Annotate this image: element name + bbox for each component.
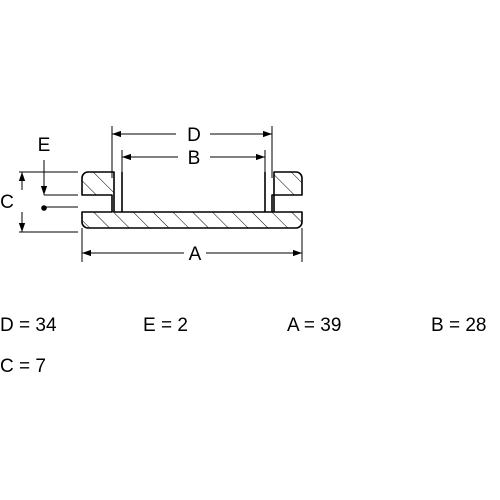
label-e: E	[38, 135, 51, 156]
dimension-c: C	[0, 172, 26, 232]
label-b: B	[188, 148, 201, 169]
label-c: C	[0, 192, 14, 213]
spec-c: C = 7	[0, 356, 46, 377]
spec-b: B = 28	[431, 315, 487, 336]
dimension-b: B	[122, 148, 265, 169]
spec-e: E = 2	[143, 315, 188, 336]
spec-a: A = 39	[287, 315, 342, 336]
label-a: A	[189, 244, 202, 265]
dimension-a: A	[82, 244, 302, 265]
extension-lines	[19, 126, 303, 262]
label-d: D	[187, 125, 201, 146]
dimension-d: D	[112, 125, 272, 146]
grommet-profile	[81, 171, 303, 229]
dimension-e: E	[38, 135, 51, 211]
reference-dot	[41, 205, 47, 211]
spec-d: D = 34	[0, 315, 57, 336]
grommet-cross-section-drawing: D B A C E	[0, 125, 303, 265]
